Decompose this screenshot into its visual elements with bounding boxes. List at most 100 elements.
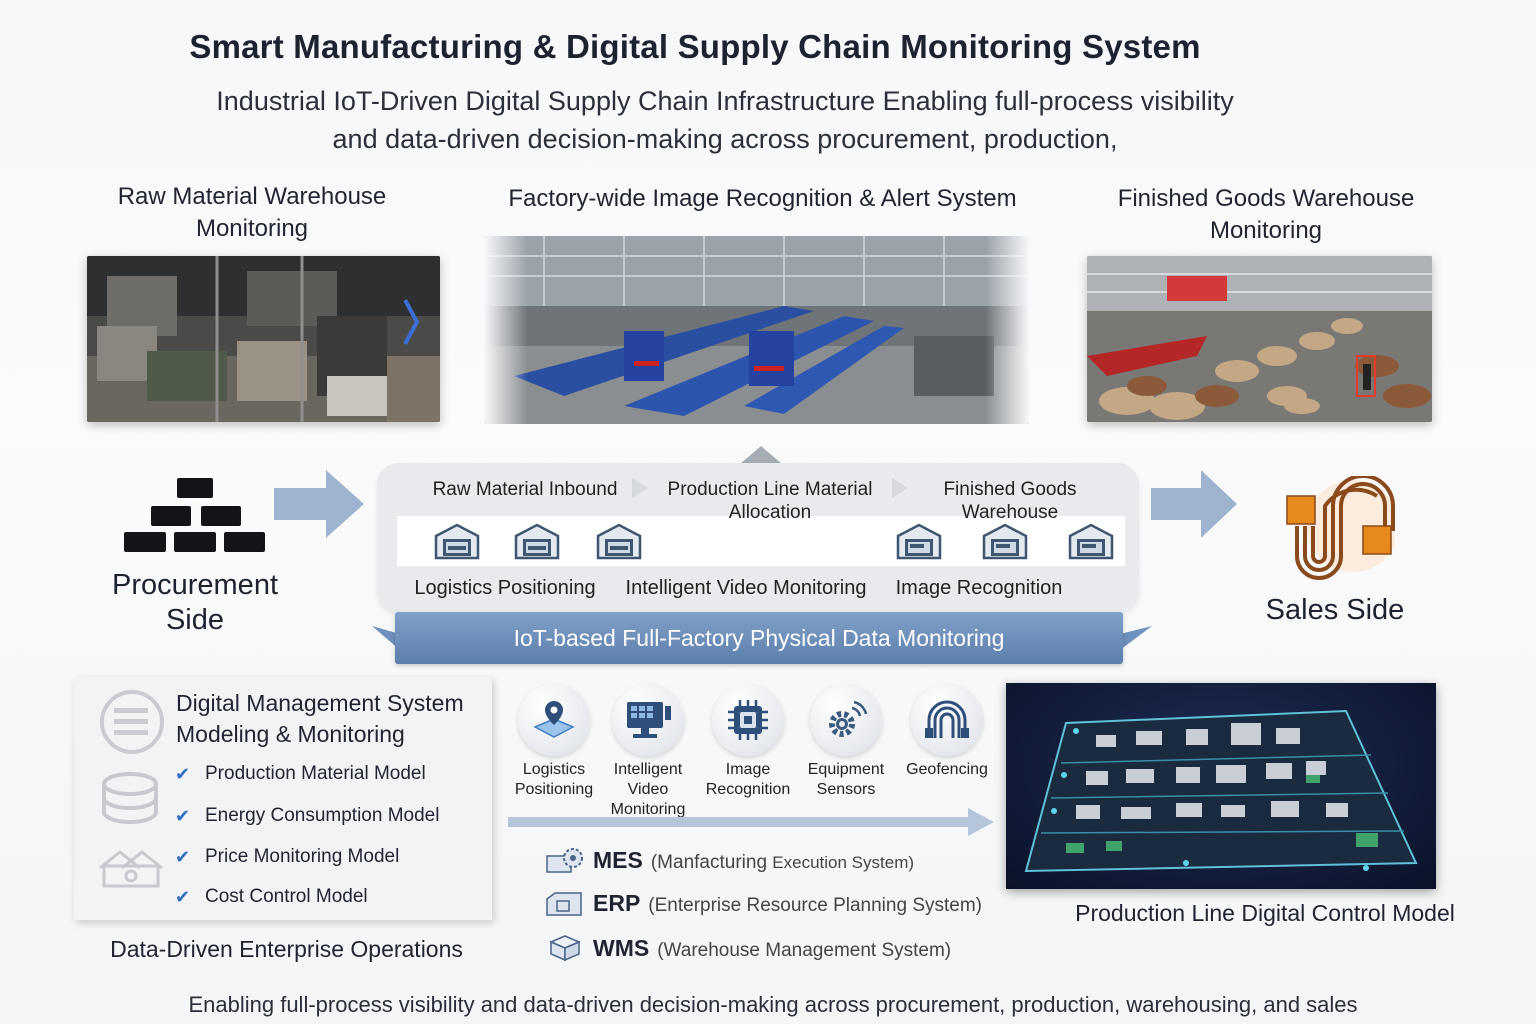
checkbox-checked-icon: ✔ [175,806,191,826]
tech-label-line: Equipment [807,761,885,778]
chip-icon [712,684,784,756]
procurement-line1: Procurement [111,569,278,601]
step-1-line1: Raw Material Inbound [432,479,618,500]
feature-intelligent-video-monitoring: Intelligent Video Monitoring [625,577,867,599]
model-label: Energy Consumption Model [205,805,440,826]
procurement-side-label: Procurement Side [95,568,295,638]
tech-label-line: Positioning [514,781,594,798]
system-mes: MES (Manfacturing Execution System) [545,846,914,880]
iot-monitoring-banner: IoT-based Full-Factory Physical Data Mon… [395,612,1123,664]
factory-title: Factory-wide Image Recognition & Alert S… [508,185,1017,212]
monitor-icon [612,684,684,756]
model-label: Cost Control Model [205,886,368,907]
digital-model-caption: Production Line Digital Control Model [1075,900,1455,926]
home-icon [98,848,164,893]
management-card [74,677,492,920]
banner-left-flare [372,626,400,655]
model-label: Production Material Model [205,763,426,784]
finished-goods-warehouse-photo [1087,256,1432,422]
tech-label: Intelligent Video Monitoring [598,760,698,820]
system-full-name: (Warehouse Management System) [657,940,952,961]
feature-image-recognition: Image Recognition [895,577,1063,599]
system-abbr: MES [593,847,643,873]
step-production-line-allocation: Production Line Material Allocation [655,478,885,524]
tech-label: Geofencing [897,760,997,780]
building-icon [545,889,585,923]
database-icon [100,770,160,833]
box-icon [545,934,585,968]
sales-side-label: Sales Side [1265,594,1405,626]
map-pin-icon [518,684,590,756]
digital-twin-model-image [1006,683,1436,889]
tech-label-line: Monitoring [610,801,686,818]
banner-right-flare [1120,626,1152,655]
tech-label: Equipment Sensors [796,760,896,800]
step-3-line2: Warehouse [961,502,1059,523]
step-2-line2: Allocation [728,502,812,523]
raw-material-warehouse-photo [87,256,440,422]
management-caption: Data-Driven Enterprise Operations [110,936,463,962]
system-full-name: (Enterprise Resource Planning System) [648,895,982,916]
route-path-icon [1283,474,1399,587]
system-full-name-rest: Execution System) [772,853,915,872]
geofence-icon [911,684,983,756]
management-title: Digital Management System Modeling & Mon… [176,688,464,750]
tech-label-line: Recognition [705,781,791,798]
raw-material-title-line1: Raw Material Warehouse [117,183,387,210]
step-finished-goods-warehouse: Finished Goods Warehouse [920,478,1100,524]
footer-text: Enabling full-process visibility and dat… [188,992,1358,1017]
warehouse-icon [514,522,560,565]
system-full-name: (Manfacturing [650,852,768,873]
model-cost-control: ✔ Cost Control Model [175,886,368,908]
procurement-line2: Side [165,604,225,636]
step-2-line1: Production Line Material [667,479,873,500]
model-label: Price Monitoring Model [205,846,400,867]
arrow-right-long-icon [508,808,994,841]
stacked-bars-icon [122,476,267,559]
raw-material-title: Raw Material Warehouse Monitoring [92,181,412,245]
warehouse-icon [982,522,1028,565]
factory-gear-icon [545,846,585,880]
factory-floor-photo [484,236,1029,424]
tech-intelligent-video-monitoring: Intelligent Video Monitoring [598,684,698,820]
checkbox-checked-icon: ✔ [175,847,191,867]
finished-goods-title-line2: Monitoring [1209,217,1323,244]
checkbox-checked-icon: ✔ [175,764,191,784]
system-abbr: ERP [593,890,641,916]
arrow-right-sales-icon [1151,470,1239,543]
gear-sensor-icon [810,684,882,756]
tech-label-line: Intelligent [613,761,683,778]
management-title-line1: Digital Management System [176,690,464,716]
subtitle-line-1: Industrial IoT-Driven Digital Supply Cha… [216,86,1234,116]
tech-label: Image Recognition [698,760,798,800]
chevron-right-icon [892,478,910,503]
system-erp: ERP (Enterprise Resource Planning System) [545,889,982,923]
warehouse-icon [596,522,642,565]
step-raw-material-inbound: Raw Material Inbound [420,478,630,501]
page-subtitle: Industrial IoT-Driven Digital Supply Cha… [0,82,1450,158]
subtitle-line-2: and data-driven decision-making across p… [332,124,1118,154]
menu-circle-icon [98,690,166,759]
page-title: Smart Manufacturing & Digital Supply Cha… [189,28,1201,65]
model-price-monitoring: ✔ Price Monitoring Model [175,846,399,868]
system-wms: WMS (Warehouse Management System) [545,934,951,968]
management-title-line2: Modeling & Monitoring [176,721,405,747]
model-production-material: ✔ Production Material Model [175,763,426,785]
warehouse-icon [1068,522,1114,565]
tech-label: Logistics Positioning [504,760,604,800]
tech-geofencing: Geofencing [897,684,997,780]
tech-equipment-sensors: Equipment Sensors [796,684,896,800]
finished-goods-title: Finished Goods Warehouse Monitoring [1100,183,1432,247]
tech-label-line: Video [627,781,669,798]
feature-logistics-positioning: Logistics Positioning [414,577,596,599]
tech-label-line: Sensors [816,781,876,798]
tech-image-recognition: Image Recognition [698,684,798,800]
model-energy-consumption: ✔ Energy Consumption Model [175,805,439,827]
tech-label-line: Geofencing [906,761,988,778]
up-arrow-icon [740,446,782,473]
system-abbr: WMS [593,935,650,961]
tech-label-line: Logistics [522,761,586,778]
step-3-line1: Finished Goods [943,479,1077,500]
checkbox-checked-icon: ✔ [175,887,191,907]
arrow-right-procurement-icon [274,470,366,543]
